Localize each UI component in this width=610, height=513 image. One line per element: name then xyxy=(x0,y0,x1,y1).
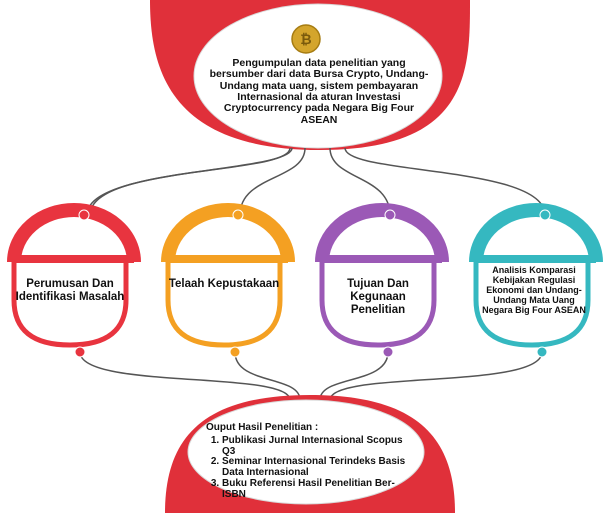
card-analisis xyxy=(469,203,603,358)
card-perumusan xyxy=(7,203,141,358)
card-perumusan-top-dot xyxy=(78,209,90,221)
card-tujuan xyxy=(315,203,449,358)
output-list: Publikasi Jurnal Internasional Scopus Q3… xyxy=(206,435,416,501)
card-label-tujuan: Tujuan Dan Kegunaan Penelitian xyxy=(347,278,409,317)
top-node-text: Pengumpulan data penelitian yang bersumb… xyxy=(209,57,429,126)
bitcoin-icon-symbol: ₿ xyxy=(300,32,311,48)
card-label-analisis: Analisis Komparasi Kebijakan Regulasi Ek… xyxy=(482,265,586,315)
bottom-node-text: Ouput Hasil Penelitian : Publikasi Jurna… xyxy=(206,422,416,501)
bottom-node-circle xyxy=(187,399,425,505)
card-telaah-top-dot xyxy=(232,209,244,221)
bottom-node-title: Ouput Hasil Penelitian : xyxy=(206,422,319,433)
output-item: Seminar Internasional Terindeks Basis Da… xyxy=(222,457,416,479)
card-telaah xyxy=(161,203,295,358)
bottom-connectors xyxy=(79,351,543,401)
output-item: Buku Referensi Hasil Penelitian Ber-ISBN xyxy=(222,478,416,501)
top-connectors xyxy=(87,147,546,216)
card-analisis-top-dot xyxy=(539,209,551,221)
card-label-telaah: Telaah Kepustakaan xyxy=(168,278,280,290)
card-telaah-bottom-dot xyxy=(229,346,241,358)
top-node-circle xyxy=(193,3,443,149)
card-label-perumusan: Perumusan Dan Identifikasi Masalah xyxy=(15,278,125,304)
bitcoin-icon xyxy=(291,24,321,54)
card-analisis-bottom-dot xyxy=(536,346,548,358)
card-perumusan-bottom-dot xyxy=(74,346,86,358)
output-item: Publikasi Jurnal Internasional Scopus Q3 xyxy=(222,435,416,458)
card-tujuan-top-dot xyxy=(384,209,396,221)
card-tujuan-bottom-dot xyxy=(382,346,394,358)
